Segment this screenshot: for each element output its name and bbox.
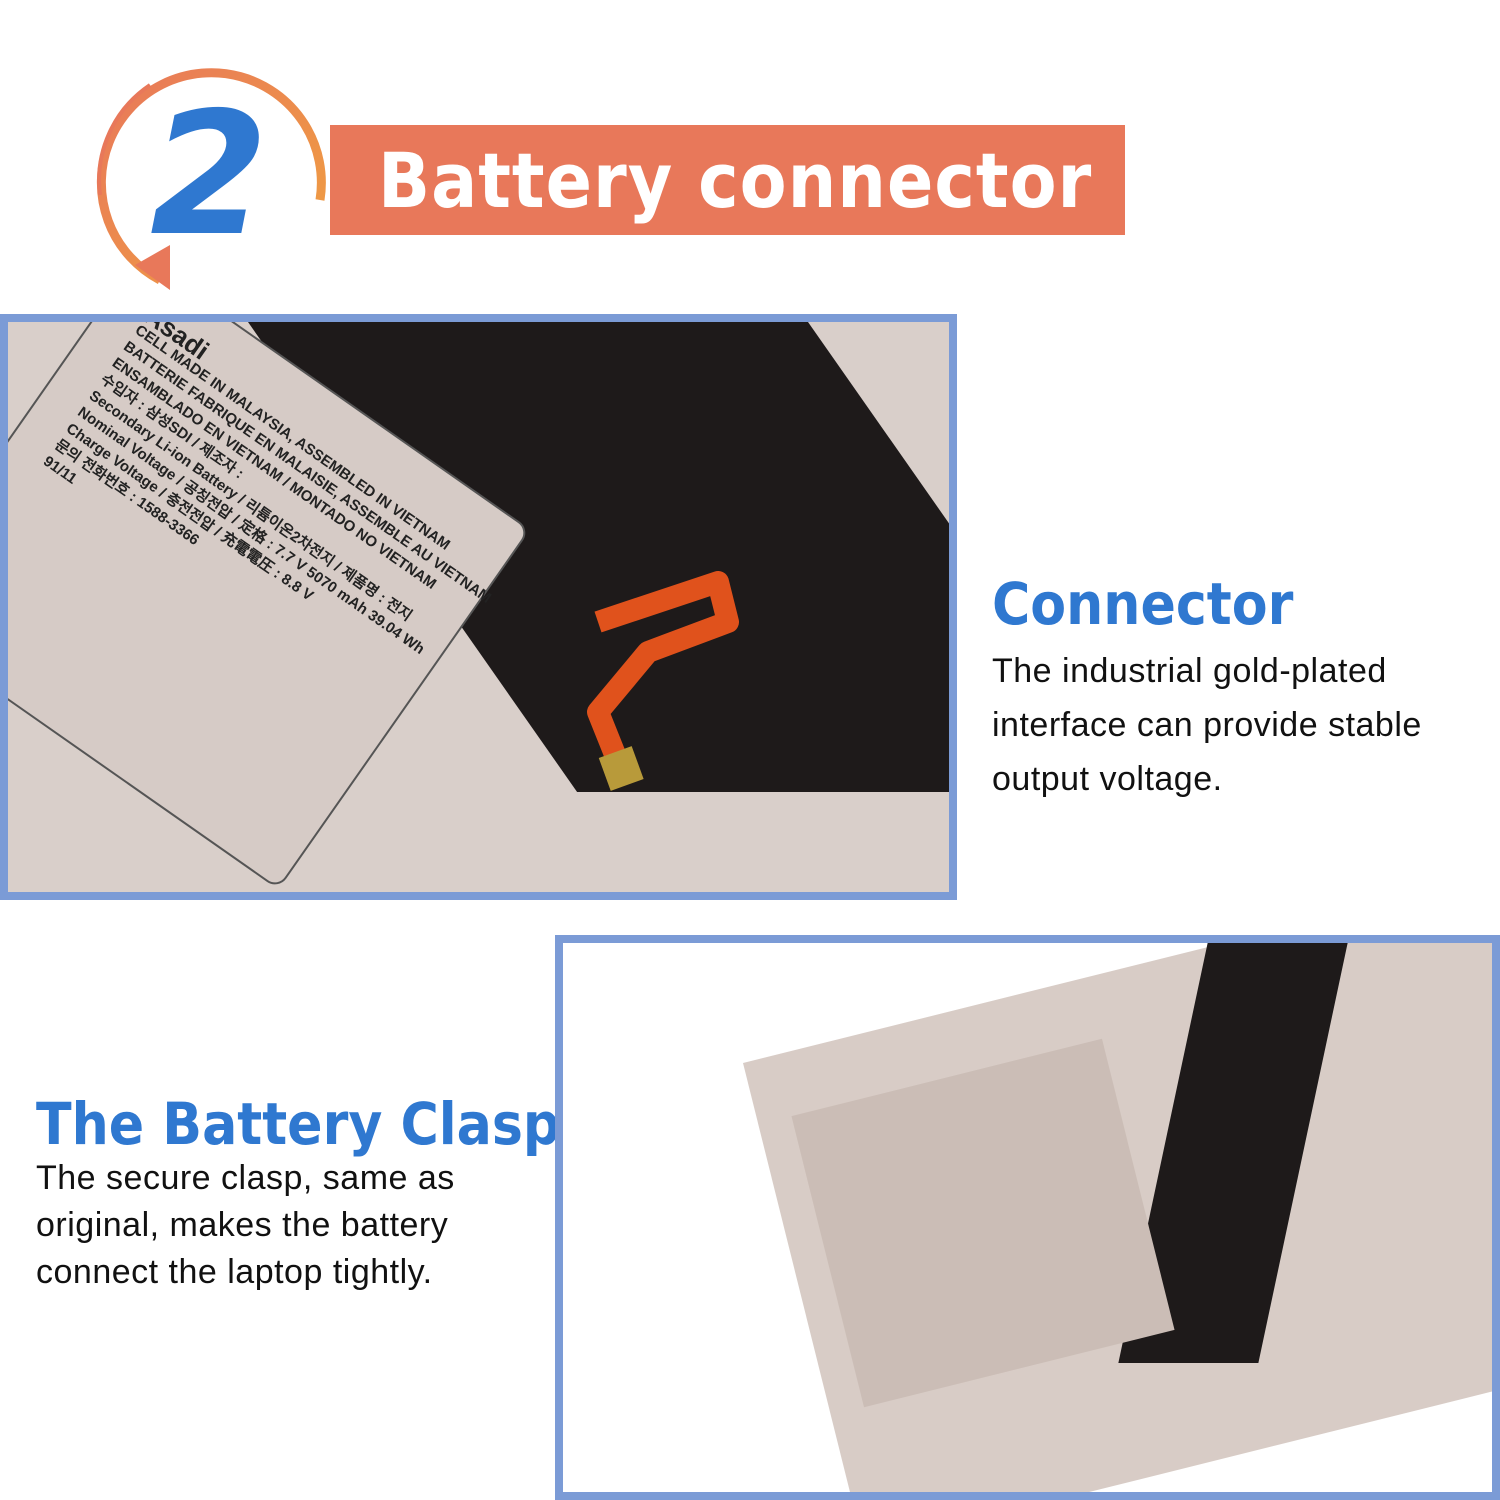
- connector-photo: Asadi CELL MADE IN MALAYSIA, ASSEMBLED I…: [0, 314, 957, 900]
- connector-description: The industrial gold-plated interface can…: [992, 652, 1422, 798]
- circular-arrow-icon: [96, 68, 326, 290]
- title-banner: Battery connector: [330, 125, 1125, 235]
- clasp-heading: The Battery Clasp: [36, 1090, 561, 1158]
- clasp-description: The secure clasp, same as original, make…: [36, 1159, 455, 1291]
- clasp-photo: [555, 935, 1500, 1500]
- flex-cable-icon: [587, 571, 739, 791]
- page-title: Battery connector: [378, 135, 1093, 225]
- step-number: 2: [150, 76, 269, 274]
- connector-heading: Connector: [992, 570, 1294, 638]
